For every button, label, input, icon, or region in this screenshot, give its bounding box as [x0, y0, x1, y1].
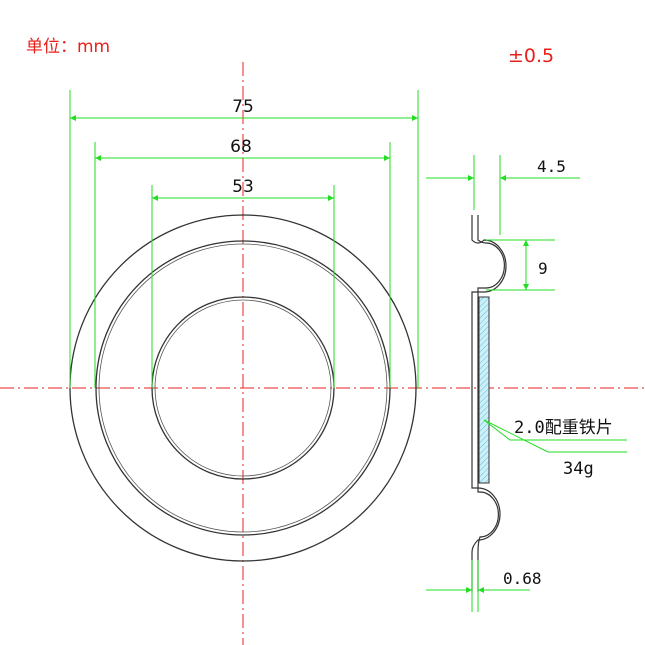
weight-plate	[478, 296, 490, 484]
profile-inner	[477, 215, 506, 592]
dim-label-53: 53	[232, 177, 254, 197]
dim-label-75: 75	[232, 97, 254, 117]
dim-label-4-5: 4.5	[537, 157, 566, 176]
dim-label-9: 9	[538, 259, 548, 278]
extension-lines	[69, 90, 419, 388]
side-view	[471, 215, 507, 592]
dim-4-5	[426, 155, 580, 235]
tolerance-label: ±0.5	[508, 45, 554, 67]
unit-label: 单位：mm	[26, 37, 110, 57]
weight-leader	[483, 419, 627, 453]
dim-9	[486, 239, 555, 291]
profile-outer	[471, 215, 507, 592]
weight-label: 34g	[563, 459, 594, 479]
dim-0-68	[426, 560, 530, 612]
dim-label-0-68: 0.68	[503, 569, 542, 588]
middle-circle-inner-edge	[98, 243, 388, 533]
dim-label-68: 68	[230, 137, 252, 157]
weight-plate-label: 2.0配重铁片	[514, 418, 613, 438]
inner-circle-inner-edge	[154, 299, 332, 477]
